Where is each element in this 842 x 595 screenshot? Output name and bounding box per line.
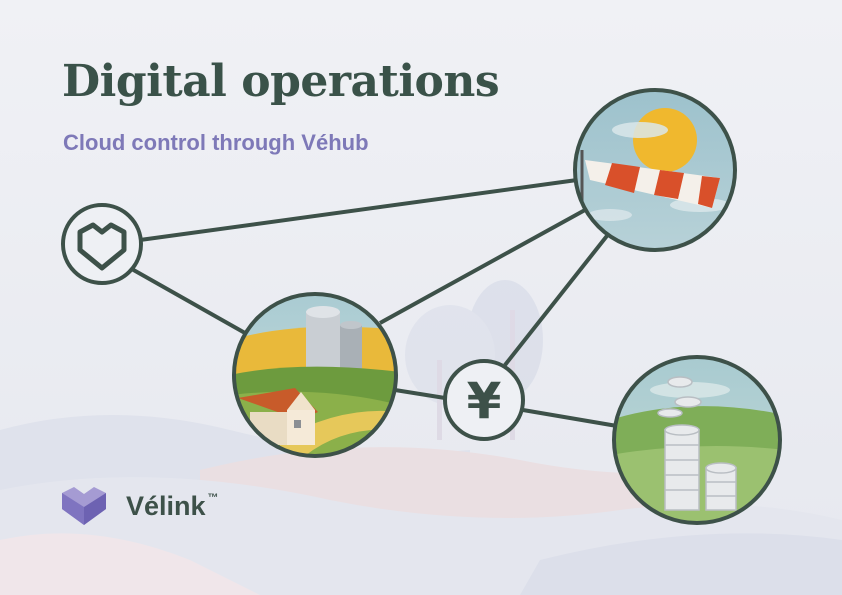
yen-currency-icon: ¥	[467, 372, 502, 430]
windsock-node	[573, 88, 737, 252]
house-icon	[238, 388, 318, 445]
page-title: Digital operations	[62, 56, 500, 107]
network-connectors	[129, 178, 618, 428]
windsock-icon	[585, 160, 720, 208]
connector-heart-farm	[129, 266, 246, 335]
farm-node	[232, 292, 398, 458]
currency-node: ¥	[443, 359, 525, 441]
heart-outline-icon	[77, 222, 127, 271]
coins-node	[612, 355, 782, 525]
connector-currency-windsock	[503, 230, 612, 367]
connector-farm-windsock	[379, 208, 586, 325]
coin-stacks-icon	[657, 376, 737, 511]
page-subtitle: Cloud control through Véhub	[63, 130, 369, 155]
brand-name: Vélink	[126, 490, 206, 521]
connector-heart-windsock	[139, 178, 578, 242]
connector-currency-coins	[522, 408, 618, 428]
velink-logo-icon	[62, 487, 106, 525]
connector-farm-currency	[394, 388, 446, 400]
sun-icon	[633, 108, 697, 172]
heart-node	[61, 203, 143, 285]
trademark-symbol: ™	[207, 492, 219, 504]
